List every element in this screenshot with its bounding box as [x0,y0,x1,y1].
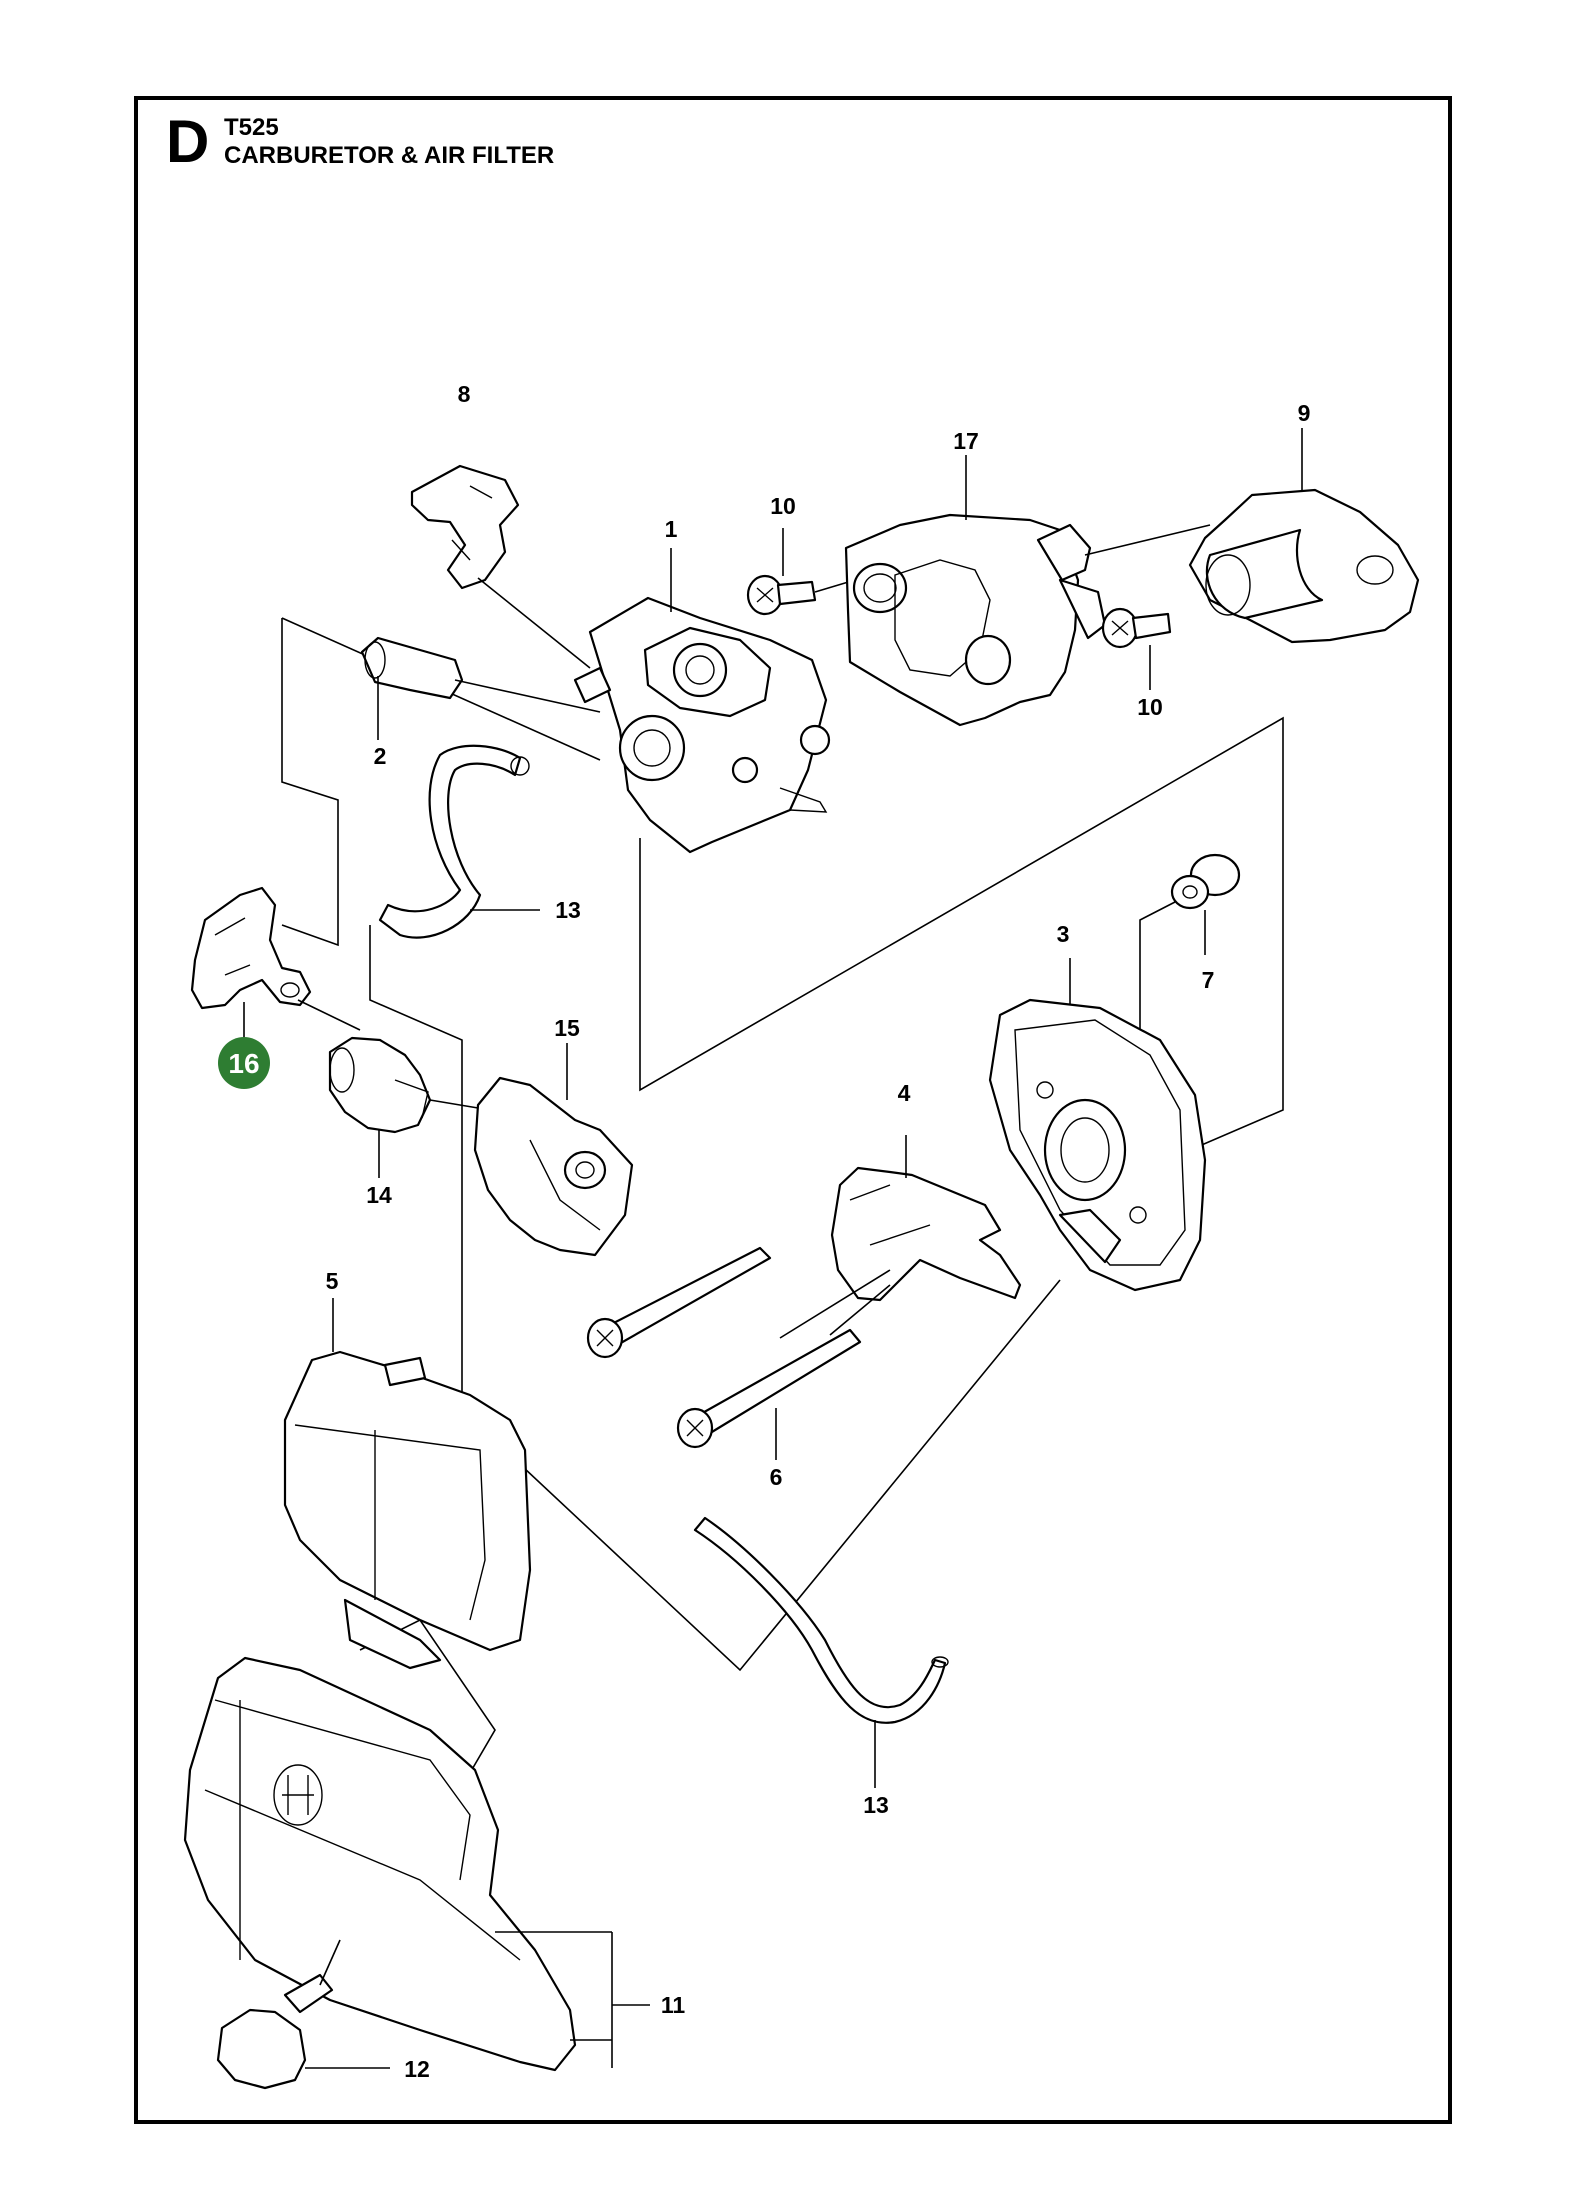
part-5-air-filter [283,1298,532,1670]
callout-13-upper: 13 [555,897,581,923]
section-letter: D [166,108,210,175]
part-11-filter-cover [183,1656,650,2072]
part-8-choke-lever [410,464,591,669]
part-15-bracket [473,1043,634,1257]
callout-4: 4 [898,1080,911,1106]
callout-13-lower: 13 [863,1792,889,1818]
part-13-lower-tube [693,1516,949,1788]
part-2-fitting [360,636,601,740]
callout-10-upper: 10 [770,493,796,519]
part-7-grommet [1124,853,1241,1059]
callout-7: 7 [1202,967,1215,993]
part-1-carburetor [573,548,831,854]
part-3-filter-base [988,958,1207,1292]
callout-16: 16 [228,1048,259,1079]
part-6-long-screws [586,1246,862,1460]
callout-5: 5 [326,1268,339,1294]
callout-2: 2 [374,743,387,769]
part-10-upper-screw [746,528,856,616]
callout-1: 1 [665,516,678,542]
section-title: CARBURETOR & AIR FILTER [224,142,555,169]
part-17-intake-gasket [844,455,1211,727]
part-14-air-valve [328,1036,491,1178]
highlight-marker [218,1037,270,1089]
callout-3: 3 [1057,921,1070,947]
part-10-lower-screw [1101,607,1172,690]
callout-15: 15 [554,1015,580,1041]
callout-14: 14 [366,1182,392,1208]
callout-8: 8 [458,381,471,407]
part-12-knob [216,1939,613,2090]
callout-11: 11 [661,1992,686,2018]
part-4-choke-plate [779,1135,1022,1339]
callout-10-lower: 10 [1137,694,1163,720]
callout-12: 12 [404,2056,430,2082]
callout-17: 17 [953,428,979,454]
callout-9: 9 [1298,400,1311,426]
part-13-upper-tube [378,744,540,939]
part-9-intake-boot [1188,428,1420,644]
part-16-throttle-lever [190,886,361,1038]
callout-6: 6 [770,1464,783,1490]
diagram-frame [134,96,1452,2124]
model-code: T525 [224,114,279,141]
